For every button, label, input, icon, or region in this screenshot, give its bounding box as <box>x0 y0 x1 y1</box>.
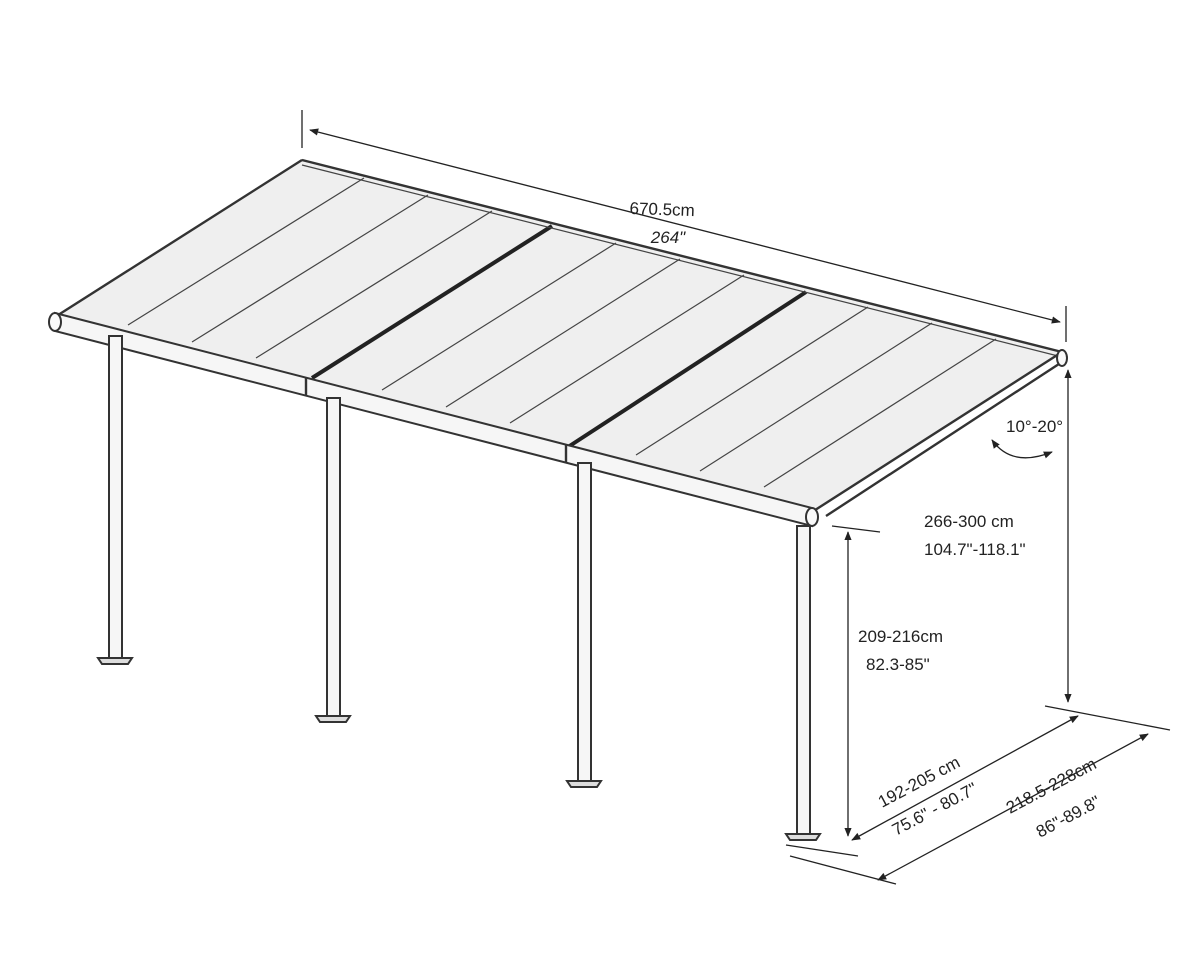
post-4 <box>784 525 822 841</box>
post-height-dimension: 209-216cm 82.3-85" <box>831 525 943 837</box>
length-cm-label: 670.5cm <box>629 199 695 220</box>
total-height-dimension: 266-300 cm 104.7"-118.1" <box>924 369 1171 731</box>
slope-dimension: 10°-20° <box>991 417 1063 459</box>
post-2 <box>314 397 352 723</box>
roof <box>48 158 1068 528</box>
post-height-in-label: 82.3-85" <box>866 655 930 674</box>
roof-left-edge <box>54 158 303 319</box>
post-height-cm-label: 209-216cm <box>858 627 943 646</box>
posts <box>96 335 822 841</box>
post-3 <box>565 462 603 788</box>
total-height-in-label: 104.7"-118.1" <box>924 540 1026 559</box>
total-depth-dimension: 218.5-228cm 86"-89.8" <box>789 733 1149 885</box>
total-height-cm-label: 266-300 cm <box>924 512 1014 531</box>
roof-right-edge <box>811 350 1063 518</box>
length-in-label: 264" <box>650 228 686 247</box>
post-1 <box>96 335 134 665</box>
length-dimension: 670.5cm 264" <box>301 110 1067 342</box>
slope-angle-label: 10°-20° <box>1006 417 1063 436</box>
